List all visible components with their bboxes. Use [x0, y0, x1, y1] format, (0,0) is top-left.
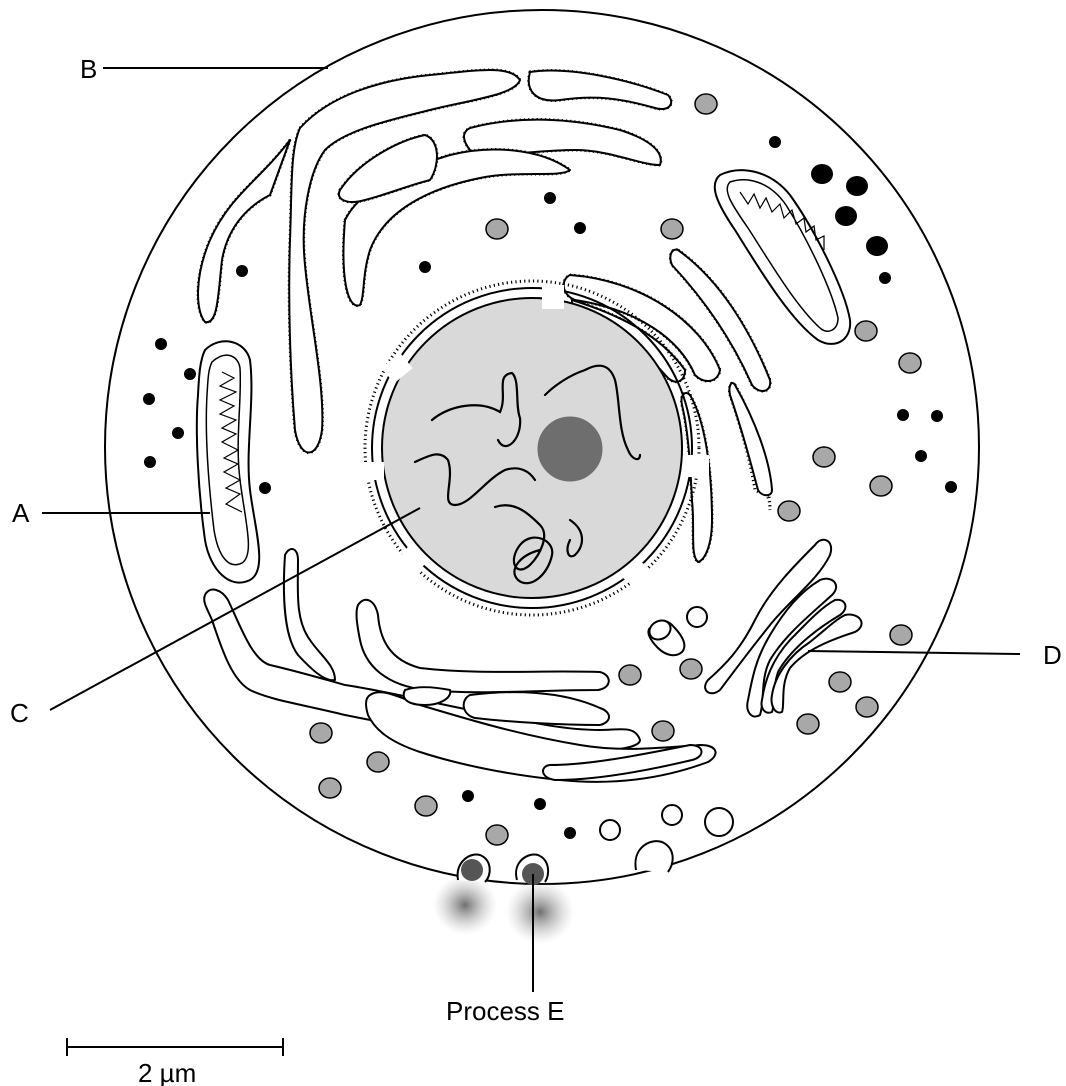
label-c: C	[10, 698, 29, 728]
label-a: A	[12, 498, 30, 528]
label-d: D	[1043, 640, 1062, 670]
nucleolus	[538, 417, 602, 481]
label-process-e: Process E	[446, 996, 565, 1026]
scale-bar	[67, 1038, 283, 1056]
scale-bar-label: 2 µm	[138, 1058, 196, 1086]
label-b: B	[80, 54, 97, 84]
